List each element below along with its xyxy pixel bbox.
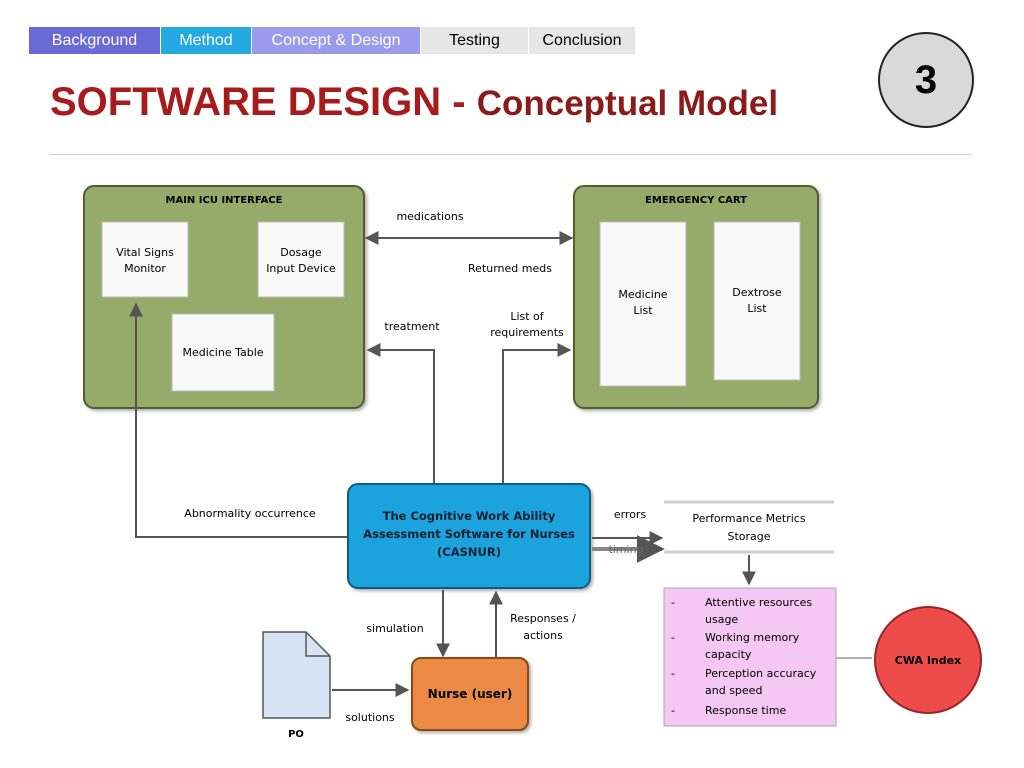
dosage-box	[257, 221, 345, 298]
vital-signs-box	[101, 221, 189, 298]
main-icu-title: MAIN ICU INTERFACE	[166, 195, 283, 206]
nurse-box	[411, 657, 529, 731]
dextrose-list-label-2: List	[747, 302, 767, 315]
requirements-arrow	[502, 343, 572, 484]
metric-bullet: -	[671, 631, 675, 644]
simulation-label: simulation	[366, 622, 423, 635]
casnur-label-2: Assessment Software for Nurses	[363, 527, 575, 541]
storage-label-2: Storage	[727, 530, 770, 543]
page-title: SOFTWARE DESIGN - Conceptual Model	[50, 80, 778, 125]
dosage-label-2: Input Device	[266, 262, 336, 275]
metric-response: Response time	[705, 704, 786, 717]
nurse-label: Nurse (user)	[428, 687, 513, 701]
abnormality-label: Abnormality occurrence	[184, 507, 316, 520]
errors-label: errors	[614, 508, 647, 521]
medicine-table-box	[171, 313, 275, 392]
cwa-index-label: CWA Index	[895, 654, 961, 667]
tab-concept-design[interactable]: Concept & Design	[252, 27, 421, 54]
casnur-box	[347, 483, 591, 589]
medicine-list-label-2: List	[633, 304, 653, 317]
emergency-cart-group: EMERGENCY CART Medicine List Dextrose Li…	[573, 185, 819, 409]
po-document-icon	[262, 631, 331, 719]
section-nav: Background Method Concept & Design Testi…	[29, 27, 636, 54]
po-document-fold	[305, 632, 330, 657]
main-icu-interface-group: MAIN ICU INTERFACE Vital Signs Monitor D…	[83, 185, 365, 409]
metric-bullet: -	[671, 596, 675, 609]
dosage-label-1: Dosage	[280, 246, 322, 259]
metric-memory-1: Working memory	[705, 631, 800, 644]
dextrose-list-label-1: Dextrose	[732, 286, 782, 299]
requirements-label-1: List of	[510, 310, 544, 323]
metrics-list: - Attentive resources usage - Working me…	[671, 596, 817, 717]
treatment-arrow	[366, 343, 435, 484]
casnur-label-3: (CASNUR)	[437, 545, 501, 559]
vital-signs-label-2: Monitor	[124, 262, 166, 275]
vital-signs-label-1: Vital Signs	[116, 246, 174, 259]
medicine-list-box	[599, 221, 687, 387]
metric-bullet: -	[671, 667, 675, 680]
requirements-label-2: requirements	[490, 326, 564, 339]
timing-label: timing	[608, 543, 643, 556]
storage-label-1: Performance Metrics	[692, 512, 805, 525]
tab-method[interactable]: Method	[161, 27, 252, 54]
metric-attentive-1: Attentive resources	[705, 596, 812, 609]
medications-label: medications	[396, 210, 463, 223]
solutions-label: solutions	[345, 711, 395, 724]
metric-attentive-2: usage	[705, 613, 738, 626]
abnormality-arrow	[129, 302, 348, 538]
metric-perception-1: Perception accuracy	[705, 667, 817, 680]
tab-conclusion[interactable]: Conclusion	[529, 27, 636, 54]
slide-number-badge: 3	[878, 32, 974, 128]
casnur-label-1: The Cognitive Work Ability	[383, 509, 556, 523]
returned-meds-label: Returned meds	[468, 262, 552, 275]
title-main: SOFTWARE DESIGN -	[50, 80, 477, 124]
responses-label-1: Responses /	[510, 612, 576, 625]
metric-memory-2: capacity	[705, 648, 752, 661]
title-divider	[50, 154, 972, 155]
cwa-index-circle	[874, 606, 982, 714]
medicine-list-label-1: Medicine	[618, 288, 667, 301]
title-sub: Conceptual Model	[476, 84, 779, 123]
tab-testing[interactable]: Testing	[421, 27, 529, 54]
dextrose-list-box	[713, 221, 801, 381]
tab-background[interactable]: Background	[29, 27, 161, 54]
metric-perception-2: and speed	[705, 684, 762, 697]
po-label: PO	[288, 729, 304, 740]
medicine-table-label: Medicine Table	[182, 346, 263, 359]
metrics-box	[663, 587, 837, 727]
responses-label-2: actions	[523, 629, 563, 642]
metric-bullet: -	[671, 704, 675, 717]
emergency-cart-title: EMERGENCY CART	[645, 195, 747, 206]
treatment-label: treatment	[384, 320, 440, 333]
